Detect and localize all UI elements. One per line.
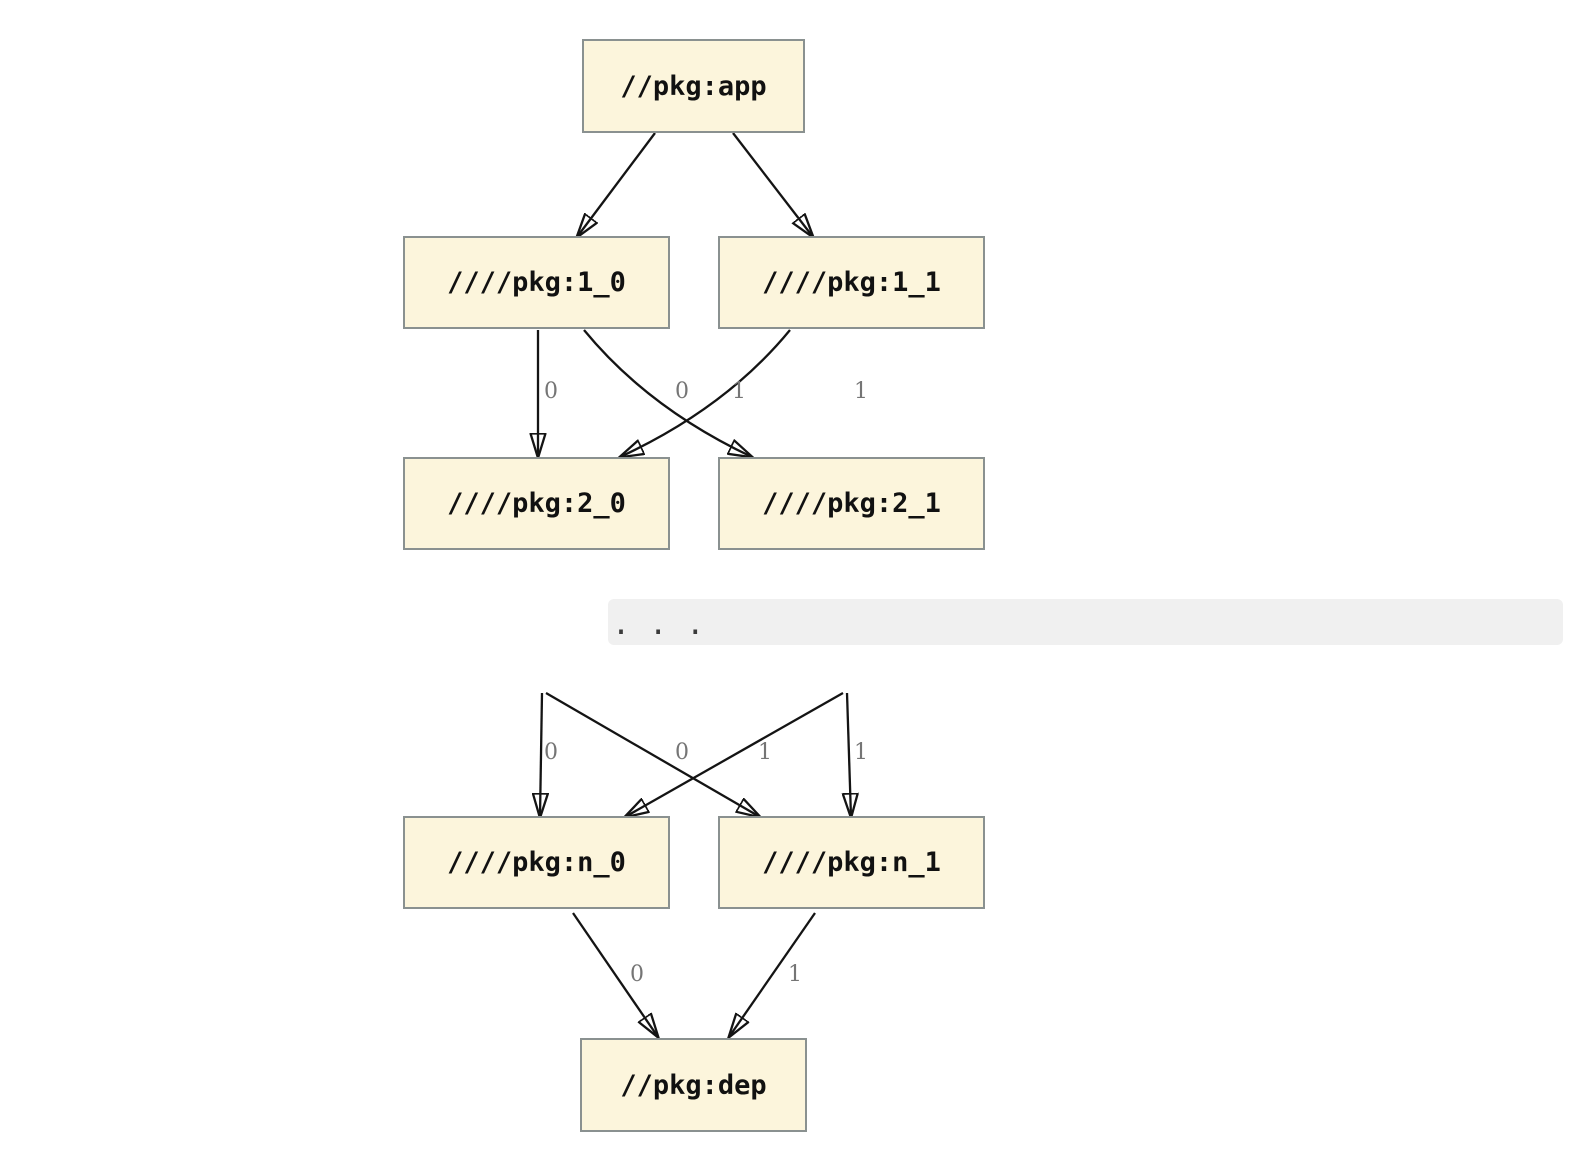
ellipsis-dots: . . . bbox=[612, 607, 705, 642]
node-pkg-app: //pkg:app bbox=[582, 39, 805, 133]
edge-app-to-1_1 bbox=[732, 132, 813, 237]
edge-label-1_0-to-2_1: 1 bbox=[732, 379, 746, 404]
node-pkg-n_1: ////pkg:n_1 bbox=[718, 816, 985, 909]
edge-label-n_1-to-dep: 1 bbox=[788, 962, 802, 987]
edge-1_1-to-2_0 bbox=[620, 329, 791, 457]
edge-1_0-to-2_1 bbox=[583, 329, 752, 457]
edge-hidden-left-to-n_1 bbox=[545, 692, 760, 817]
edge-label-1_1-to-2_1: 1 bbox=[854, 379, 868, 404]
edge-n_0-to-dep bbox=[572, 912, 658, 1037]
ellipsis-band bbox=[608, 599, 1563, 645]
edge-label-right-to-n_0: 0 bbox=[675, 740, 689, 765]
node-pkg-1_1: ////pkg:1_1 bbox=[718, 236, 985, 329]
node-pkg-2_0: ////pkg:2_0 bbox=[403, 457, 670, 550]
edge-label-right-to-n_1: 1 bbox=[854, 740, 868, 765]
edge-hidden-left-to-n_0 bbox=[540, 692, 542, 817]
edge-label-left-to-n_0: 0 bbox=[544, 740, 558, 765]
node-pkg-n_0: ////pkg:n_0 bbox=[403, 816, 670, 909]
edge-label-1_1-to-2_0: 0 bbox=[675, 379, 689, 404]
edge-label-n_0-to-dep: 0 bbox=[630, 962, 644, 987]
node-pkg-1_0: ////pkg:1_0 bbox=[403, 236, 670, 329]
edge-hidden-right-to-n_0 bbox=[625, 692, 844, 817]
edge-label-left-to-n_1: 1 bbox=[758, 740, 772, 765]
edge-n_1-to-dep bbox=[729, 912, 816, 1037]
node-pkg-dep: //pkg:dep bbox=[580, 1038, 807, 1132]
edge-hidden-right-to-n_1 bbox=[847, 692, 851, 817]
node-pkg-2_1: ////pkg:2_1 bbox=[718, 457, 985, 550]
edge-app-to-1_0 bbox=[577, 132, 656, 237]
edge-label-1_0-to-2_0: 0 bbox=[544, 379, 558, 404]
